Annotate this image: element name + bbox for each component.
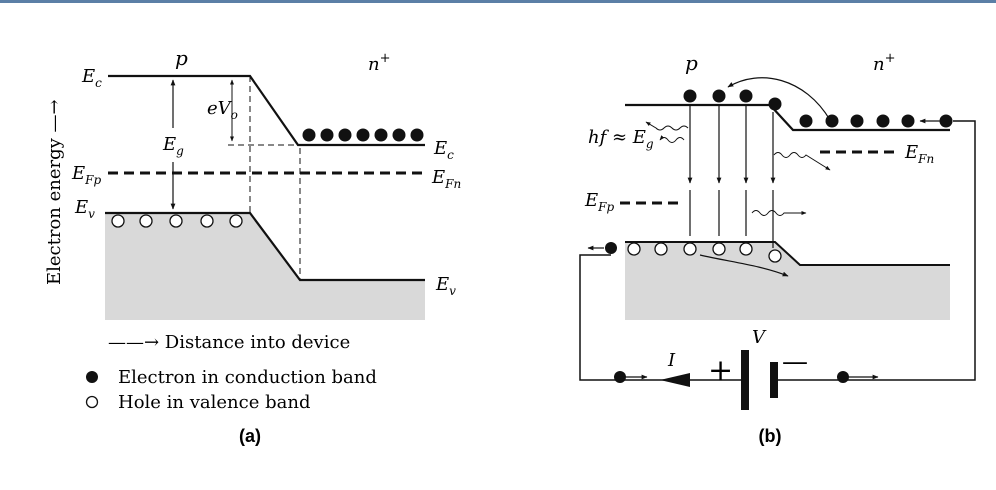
- wire-electron-left: [614, 371, 626, 383]
- efp-label-b: EFp: [584, 190, 614, 214]
- valence-band-fill-b: [625, 242, 950, 320]
- current-arrowhead: [660, 373, 690, 387]
- photon-energy-label: hf ≈ Eg: [588, 127, 654, 151]
- battery-plus-label: +: [708, 353, 733, 388]
- hole-row-b: [627, 242, 782, 263]
- hole-row-a: [111, 214, 243, 228]
- wire-electron-right: [837, 371, 849, 383]
- ec-right-label: Ec: [433, 138, 454, 162]
- evo-label: eVo: [207, 98, 238, 122]
- battery-plate-long: [741, 350, 749, 410]
- ec-left-label: Ec: [81, 66, 102, 90]
- battery-minus-label: —: [782, 347, 808, 377]
- contact-electron-left: [605, 242, 617, 254]
- y-axis-label: Electron energy —→: [44, 99, 65, 285]
- legend-electron-label: Electron in conduction band: [118, 367, 377, 388]
- panel-a: p n+ Ec Ec EFp EFn Ev Ev Eg eVo Electron…: [44, 46, 461, 446]
- legend-hole-marker: [85, 395, 99, 409]
- recombination-arrows: [687, 104, 776, 248]
- top-border-bar: [0, 0, 996, 3]
- valence-band-fill-a: [105, 213, 425, 320]
- caption-a: (a): [239, 426, 261, 446]
- current-label: I: [667, 350, 676, 371]
- ev-left-label: Ev: [74, 197, 95, 221]
- panel-b: p n+ hf ≈ Eg EFp EFn I V + — (b): [579, 51, 976, 446]
- region-n-label-b: n+: [873, 51, 896, 75]
- ev-right-label: Ev: [435, 274, 456, 298]
- hole-path-curve: [699, 254, 789, 277]
- valence-band-edge-b: [625, 241, 950, 266]
- region-p-label-a: p: [175, 46, 188, 70]
- region-n-label-a: n+: [368, 51, 391, 75]
- voltage-label: V: [752, 327, 767, 348]
- caption-b: (b): [759, 426, 782, 446]
- legend-hole-label: Hole in valence band: [118, 392, 310, 413]
- eg-label-a: Eg: [162, 134, 184, 158]
- efn-label-a: EFn: [431, 167, 461, 191]
- battery-plate-short: [770, 362, 778, 398]
- efn-label-b: EFn: [904, 142, 934, 166]
- electron-row-a: [302, 128, 424, 142]
- conduction-band-edge-a: [108, 74, 425, 147]
- photon-waves: [645, 121, 831, 216]
- region-p-label-b: p: [685, 51, 698, 75]
- valence-band-edge-a: [105, 211, 425, 282]
- electron-path-curve: [727, 77, 831, 121]
- conduction-band-edge-b: [625, 103, 950, 132]
- electron-row-b: [683, 89, 953, 128]
- x-axis-label: ——→ Distance into device: [108, 332, 350, 353]
- efp-label-a: EFp: [71, 163, 101, 187]
- legend-electron-marker: [86, 371, 98, 383]
